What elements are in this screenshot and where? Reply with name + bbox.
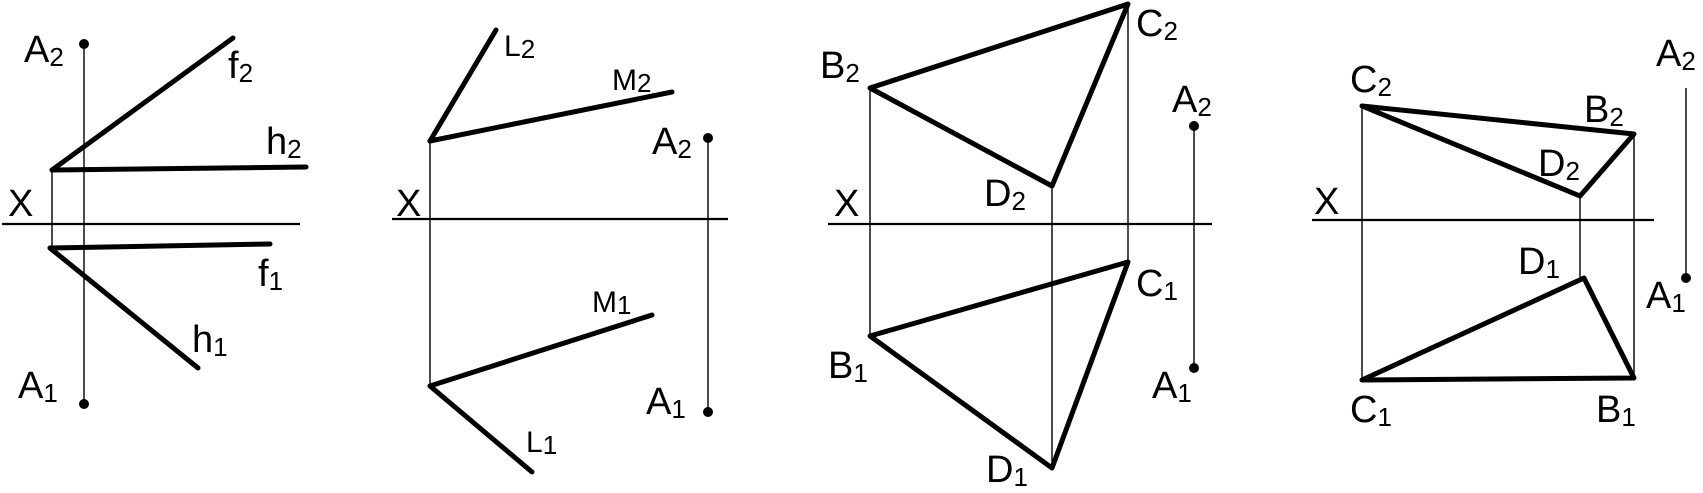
- label-c2: C2: [1136, 3, 1178, 46]
- label-b1-4: B1: [1596, 389, 1636, 432]
- label-l1: L1: [526, 426, 557, 460]
- point-a1-2: [703, 407, 713, 417]
- quad-front-view: [1359, 103, 1637, 199]
- label-d2: D2: [984, 173, 1026, 216]
- label-a1: A1: [18, 365, 58, 408]
- label-l2: L2: [504, 30, 535, 64]
- point-a2: [79, 39, 89, 49]
- panel-3: X B2 C2 D2 A2 C1 B1 D1 A1: [820, 1, 1212, 492]
- label-d1-4: D1: [1518, 241, 1560, 284]
- label-a2-2: A2: [652, 121, 692, 164]
- line-f1: [47, 241, 273, 251]
- point-a2-3: [1189, 121, 1199, 131]
- triangle-front-view: [867, 1, 1131, 189]
- point-a2-2: [703, 133, 713, 143]
- label-d1: D1: [986, 449, 1028, 488]
- point-a1-4: [1681, 273, 1691, 283]
- panel-1: X A2 A1 f2 h2 f1 h1: [2, 29, 309, 409]
- label-b2-4: B2: [1584, 89, 1624, 132]
- point-a1: [79, 399, 89, 409]
- x-axis-label-1: X: [8, 183, 33, 225]
- line-m2: [427, 89, 675, 144]
- label-f2: f2: [228, 45, 253, 88]
- label-m1: M1: [592, 286, 631, 320]
- x-axis-label-2: X: [396, 183, 421, 225]
- label-c1: C1: [1136, 263, 1178, 306]
- label-c2-4: C2: [1350, 59, 1392, 102]
- label-d2-4: D2: [1538, 143, 1580, 186]
- label-f1: f1: [258, 253, 283, 296]
- panel-2: X L2 M2 A2 M1 L1 A1: [392, 27, 728, 475]
- line-l1: [427, 383, 535, 475]
- label-a2-4: A2: [1656, 33, 1696, 76]
- label-a2: A2: [24, 29, 64, 72]
- label-h2: h2: [266, 121, 302, 164]
- line-f2: [49, 35, 236, 173]
- line-h2: [49, 164, 309, 173]
- label-b1: B1: [828, 345, 868, 388]
- x-axis-label-4: X: [1314, 181, 1339, 223]
- line-h1: [47, 245, 201, 371]
- label-c1-4: C1: [1350, 389, 1392, 432]
- line-m1: [427, 312, 655, 389]
- triangle-top-view: [867, 259, 1131, 471]
- quad-top-view: [1359, 275, 1637, 383]
- label-h1: h1: [192, 319, 228, 362]
- label-m2: M2: [612, 64, 651, 98]
- label-a2-3: A2: [1172, 79, 1212, 122]
- panel-4: X C2 B2 D2 A2 D1 A1 C1 B1: [1312, 33, 1696, 432]
- label-b2: B2: [820, 45, 860, 88]
- label-a1-3: A1: [1152, 365, 1192, 408]
- point-a1-3: [1189, 363, 1199, 373]
- label-a1-2: A1: [646, 381, 686, 424]
- label-a1-4: A1: [1646, 275, 1686, 318]
- line-l2: [427, 27, 499, 144]
- x-axis-label-3: X: [834, 183, 859, 225]
